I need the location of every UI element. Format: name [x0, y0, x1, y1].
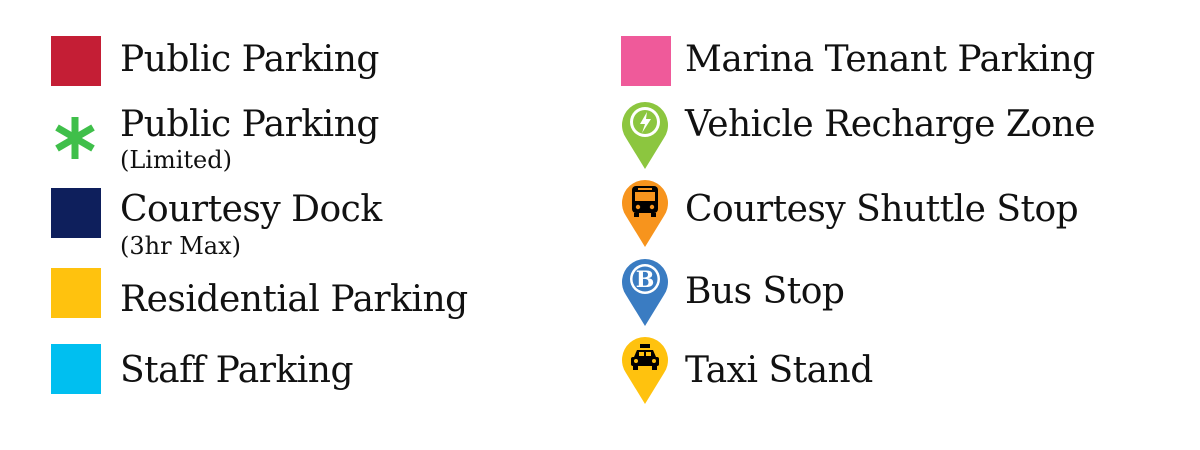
legend-label: Bus Stop — [685, 271, 845, 312]
legend-label: Marina Tenant Parking — [685, 39, 1095, 80]
residential-parking-swatch — [51, 268, 101, 318]
legend-sublabel: (3hr Max) — [120, 232, 241, 260]
legend-label: Courtesy Shuttle Stop — [685, 189, 1079, 230]
legend-label: Public Parking — [120, 104, 379, 145]
asterisk-icon — [55, 117, 95, 159]
legend-label: Courtesy Dock — [120, 189, 382, 230]
lightning-pin-icon — [622, 102, 668, 169]
marina-tenant-parking-swatch — [621, 36, 671, 86]
courtesy-dock-swatch — [51, 188, 101, 238]
staff-parking-swatch — [51, 344, 101, 394]
legend-label: Vehicle Recharge Zone — [685, 104, 1096, 145]
legend-sublabel: (Limited) — [120, 146, 232, 174]
bus-pin-icon: B — [622, 259, 668, 326]
legend-label: Taxi Stand — [685, 350, 873, 391]
shuttle-pin-icon — [622, 180, 668, 247]
legend-label: Residential Parking — [120, 279, 468, 320]
public-parking-swatch — [51, 36, 101, 86]
legend-label: Public Parking — [120, 39, 379, 80]
legend-label: Staff Parking — [120, 350, 354, 391]
taxi-pin-icon — [622, 337, 668, 404]
bus-pin-glyph: B — [636, 267, 655, 293]
